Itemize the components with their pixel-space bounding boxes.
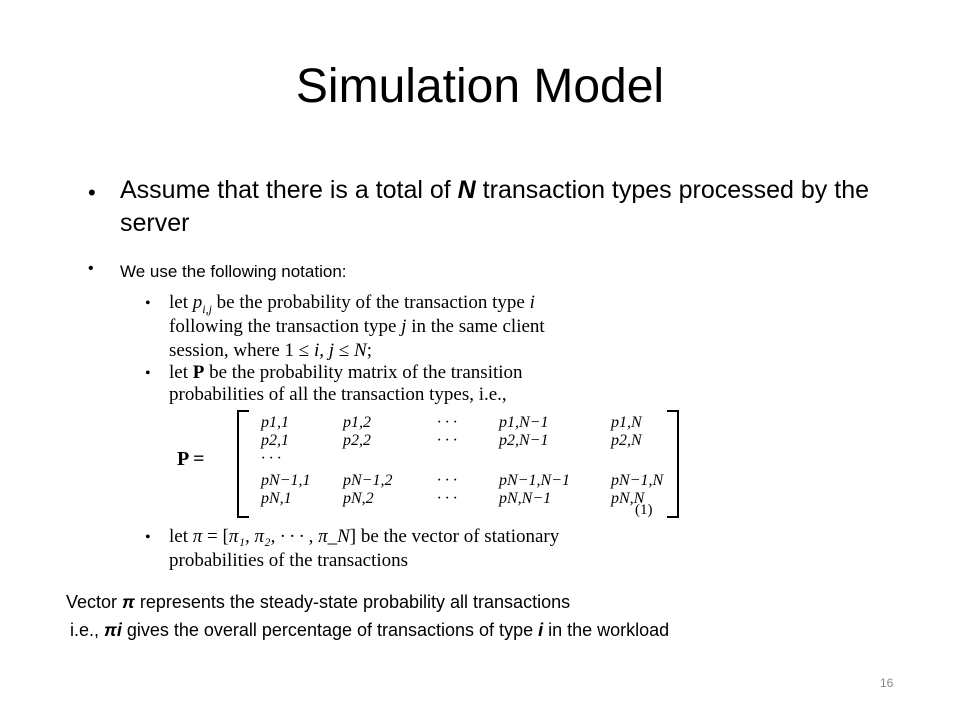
t: i, j — [314, 340, 335, 361]
bullet-dot-icon: • — [88, 260, 94, 277]
bullet-main-bold: N — [457, 176, 476, 204]
t: i — [529, 292, 535, 313]
t: ≤ — [334, 340, 354, 361]
matrix-cell: pN,2 — [343, 490, 374, 507]
t: = [ — [202, 526, 229, 547]
t: p — [192, 292, 203, 313]
matrix-cell: pN,N — [611, 490, 645, 507]
matrix-left-bracket — [237, 410, 249, 518]
paper-line-4: • let P be the probability matrix of the… — [145, 362, 523, 384]
t: j — [401, 316, 407, 337]
bullet-sub-text: We use the following notation: — [120, 262, 347, 281]
paper-line-2: following the transaction type j in the … — [145, 316, 545, 338]
paper-line-1: • let pi,j be the probability of the tra… — [145, 292, 535, 320]
bullet-main: • Assume that there is a total of N tran… — [88, 174, 888, 240]
bullet-main-after: transaction types processed by the serve… — [120, 176, 870, 237]
t: Vector — [66, 592, 123, 612]
matrix-cell: · · · — [437, 432, 457, 449]
t: in the same client — [406, 316, 545, 337]
matrix-cell: · · · — [261, 450, 281, 467]
paper-excerpt: • let pi,j be the probability of the tra… — [145, 290, 690, 580]
paper-bullet-icon: • — [145, 295, 151, 312]
matrix-cell: p2,1 — [261, 432, 289, 449]
t: i.e., — [70, 620, 105, 640]
matrix-cell: · · · — [437, 472, 457, 489]
matrix-cell: p2,2 — [343, 432, 371, 449]
matrix-cell: p1,N — [611, 414, 642, 431]
paper-line-6: • let π = [π₁, π₂, · · · , π_N] be the v… — [145, 526, 559, 548]
t: πi — [104, 620, 122, 640]
t: be the probability of the transaction ty… — [211, 292, 530, 313]
t: i,j — [202, 301, 212, 316]
t: session, where 1 ≤ — [169, 340, 314, 361]
bullet-main-before: Assume that there is a total of — [120, 176, 458, 204]
t: let — [169, 362, 193, 383]
note-vector-pi: Vector π represents the steady-state pro… — [66, 592, 570, 613]
t: gives the overall percentage of transact… — [121, 620, 539, 640]
t: ] be the vector of stationary — [349, 526, 560, 547]
matrix-cell: pN−1,1 — [261, 472, 311, 489]
t: i — [538, 620, 544, 640]
matrix-cell: pN,N−1 — [499, 490, 552, 507]
equation-number: (1) — [635, 502, 653, 518]
t: probabilities of the transactions — [169, 550, 409, 571]
matrix-cell: pN−1,N — [611, 472, 664, 489]
t: π₁, π₂, · · · , π_N — [228, 526, 350, 547]
t: represents the steady-state probability … — [134, 592, 571, 612]
t: π — [122, 592, 135, 612]
matrix-cell: p1,1 — [261, 414, 289, 431]
t: P — [192, 362, 205, 383]
paper-bullet-icon: • — [145, 365, 151, 382]
t: let — [169, 526, 193, 547]
slide-title: Simulation Model — [295, 60, 665, 113]
t: ; — [366, 340, 372, 361]
transition-matrix: P = p1,1 p1,2 · · · p1,N−1 p1,N p2,1 p2,2 · · ·… — [169, 410, 689, 520]
t: N — [354, 340, 367, 361]
matrix-cell: p1,2 — [343, 414, 371, 431]
paper-line-3: session, where 1 ≤ i, j ≤ N; — [145, 340, 372, 362]
matrix-cell: pN−1,2 — [343, 472, 393, 489]
note-pi-i: i.e., πi gives the overall percentage of… — [70, 620, 669, 641]
matrix-cell: p2,N — [611, 432, 642, 449]
matrix-cell: · · · — [437, 490, 457, 507]
paper-line-5: probabilities of all the transaction typ… — [145, 384, 507, 406]
matrix-right-bracket — [667, 410, 679, 518]
bullet-sub: • We use the following notation: — [88, 260, 788, 284]
matrix-label: P = — [177, 448, 205, 470]
t: in the workload — [543, 620, 670, 640]
t: following the transaction type — [169, 316, 402, 337]
matrix-cell: · · · — [437, 414, 457, 431]
t: be the probability matrix of the transit… — [204, 362, 523, 383]
bullet-main-text: Assume that there is a total of N transa… — [120, 174, 888, 240]
matrix-cell: p1,N−1 — [499, 414, 549, 431]
paper-line-7: probabilities of the transactions — [145, 550, 408, 572]
t: let — [169, 292, 193, 313]
matrix-cell: p2,N−1 — [499, 432, 549, 449]
bullet-dot-icon: • — [88, 180, 96, 205]
matrix-cell: pN,1 — [261, 490, 292, 507]
t: π — [192, 526, 203, 547]
paper-bullet-icon: • — [145, 529, 151, 546]
t: probabilities of all the transaction typ… — [169, 384, 507, 405]
matrix-cell: pN−1,N−1 — [499, 472, 570, 489]
page-number: 16 — [880, 676, 894, 690]
